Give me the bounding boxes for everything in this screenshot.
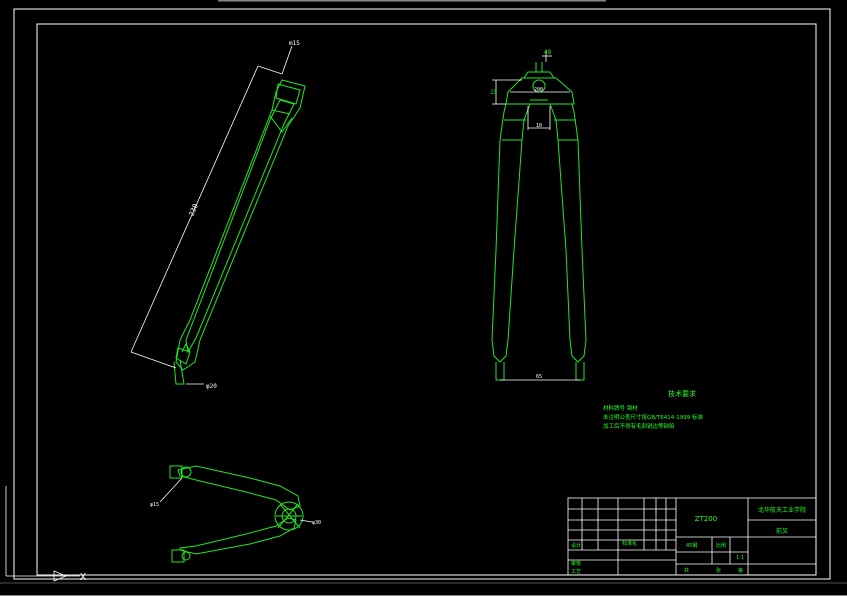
dim-plan-right: φ30 xyxy=(312,520,321,526)
side-view xyxy=(173,79,306,385)
plan-view xyxy=(169,465,304,563)
scale-label: 比例 xyxy=(716,542,726,549)
check-label: 审核 xyxy=(571,560,581,567)
ucs-icon xyxy=(5,486,80,582)
dim-side-length: 230 xyxy=(187,203,199,218)
dim-front-left: 15 xyxy=(490,89,498,96)
dim-front-top: 48 xyxy=(544,49,552,56)
tech-notes-line1: 材料牌号 钢材 xyxy=(603,404,638,412)
side-view-dimensions xyxy=(130,45,293,385)
sheet-label: 共 xyxy=(684,567,689,574)
school-name: 北华航天工业学院 xyxy=(758,506,806,514)
sheet-of: 第 xyxy=(738,567,743,574)
design-label: 设计 xyxy=(571,542,581,549)
front-view-dimensions xyxy=(492,50,580,381)
tech-notes-title: 技术要求 xyxy=(668,389,696,398)
dim-front-width: 200 xyxy=(534,87,543,93)
dim-side-top: m15 xyxy=(289,40,300,47)
front-view xyxy=(491,62,587,381)
plan-view-dimensions xyxy=(159,477,313,523)
part-name: 前叉 xyxy=(776,527,788,535)
title-block xyxy=(567,497,817,576)
tech-notes-line2: 未注明公差尺寸按GB/T6414-1999 标准 xyxy=(603,413,703,421)
process-label: 工艺 xyxy=(571,569,581,575)
ucs-x-label: X xyxy=(80,572,86,583)
dim-front-inner: 10 xyxy=(536,123,542,129)
sheet-mid: 张 xyxy=(716,567,721,574)
drawing-number: ZT200 xyxy=(695,515,717,523)
scale-value: 1:1 xyxy=(736,555,744,561)
tech-notes-line3: 加工后不得有毛刺锐边等缺陷 xyxy=(603,422,675,430)
std-label: 标准化 xyxy=(622,540,637,547)
dim-front-bottom: 65 xyxy=(536,374,542,380)
dim-side-bottom: φ20 xyxy=(206,383,217,390)
outer-frame xyxy=(13,8,831,580)
material-value: 45钢 xyxy=(686,542,697,549)
inner-frame xyxy=(36,23,817,576)
dim-plan-left: φ15 xyxy=(150,502,159,508)
